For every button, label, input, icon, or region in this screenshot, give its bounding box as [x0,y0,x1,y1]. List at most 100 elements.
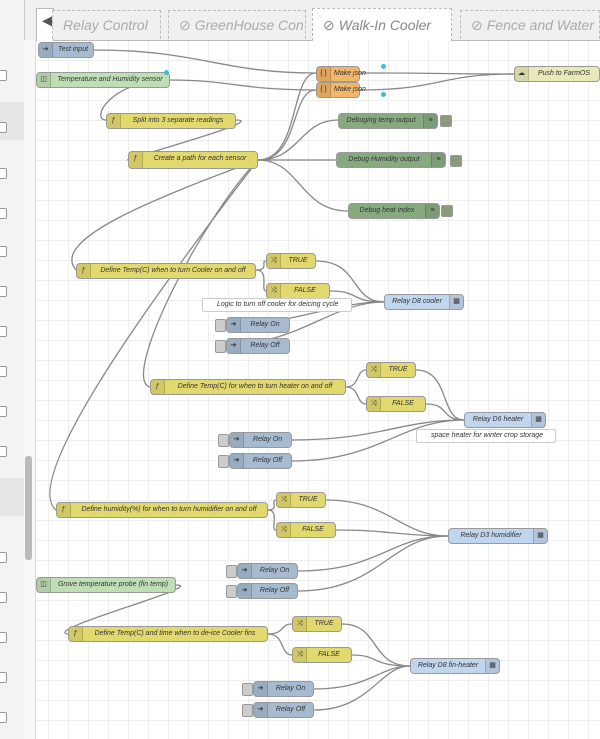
false-switch-node-2[interactable]: ⤨ FALSE [366,396,426,412]
function-icon: ƒ [69,627,83,641]
node-label: Relay Off [250,342,280,349]
palette-port[interactable] [0,446,7,457]
palette-port[interactable] [0,122,7,133]
node-label: Define Temp(C) when to turn Cooler on an… [100,267,246,274]
define-cooler-node[interactable]: ƒ Define Temp(C) when to turn Cooler on … [76,263,256,279]
cloud-icon: ☁ [515,67,529,81]
relay-off-node-4[interactable]: ➔ Relay Off [253,702,314,718]
inject-trigger-button[interactable] [242,704,253,717]
switch-icon: ⤨ [367,363,381,377]
node-label: FALSE [392,400,414,407]
create-path-node[interactable]: ƒ Create a path for each sensor [128,151,258,169]
function-icon: ƒ [77,264,91,278]
relay-off-node-2[interactable]: ➔ Relay Off [229,453,292,469]
switch-icon: ⤨ [293,648,307,662]
tab-label: Fence and Water [486,17,594,33]
palette-selected-row [0,478,24,516]
disabled-icon: ⊘ [179,17,191,33]
test-input-node[interactable]: ➔ Test input [38,42,94,58]
tab-walk-in-cooler[interactable]: ⊘Walk-In Cooler [312,8,452,41]
palette-port[interactable] [0,208,7,219]
relay-on-node-2[interactable]: ➔ Relay On [229,432,292,448]
palette-scrollbar[interactable] [25,456,32,560]
make-json-node-1[interactable]: { } Make json [316,66,366,82]
palette-port[interactable] [0,286,7,297]
palette-port[interactable] [0,326,7,337]
palette-port[interactable] [0,70,7,81]
tab-fence-and-water[interactable]: ⊘Fence and Water [460,10,600,39]
inject-trigger-button[interactable] [226,565,237,578]
list-icon: ≡ [431,153,445,167]
debug-humidity-node[interactable]: Debug Humidity output ≡ [336,152,446,168]
relay-off-node-3[interactable]: ➔ Relay Off [237,583,298,599]
relay-on-node-1[interactable]: ➔ Relay On [226,317,290,333]
relay-d8-fin-heater-node[interactable]: Relay D8 fin-heater ▦ [410,658,500,674]
comment-heater[interactable]: space heater for winter crop storage [416,429,556,443]
node-label: Relay Off [252,457,283,464]
debug-toggle-button[interactable] [450,155,462,167]
comment-label: space heater for winter crop storage [431,432,544,439]
inject-trigger-button[interactable] [218,455,229,468]
split-readings-node[interactable]: ƒ Split into 3 separate readings [106,113,236,129]
function-icon: ƒ [129,152,143,168]
node-label: Make json [334,86,366,93]
node-label: Relay On [250,321,280,328]
palette-port[interactable] [0,552,7,563]
palette-port[interactable] [0,712,7,723]
push-farmos-node[interactable]: ☁ Push to FarmOS [514,66,600,82]
make-json-node-2[interactable]: { } Make json [316,82,366,98]
palette-port[interactable] [0,366,7,377]
define-humidifier-node[interactable]: ƒ Define humidity(%) for when to turn hu… [56,502,268,518]
node-label: Debug heat index [359,207,415,214]
arrow-right-icon: ➔ [238,584,252,598]
palette-selected-row [0,102,24,140]
true-switch-node-4[interactable]: ⤨ TRUE [292,616,342,632]
comment-cooler[interactable]: Logic to turn off cooler for deicing cyc… [202,298,352,312]
switch-icon: ⤨ [293,617,307,631]
inject-trigger-button[interactable] [215,319,226,332]
true-switch-node-2[interactable]: ⤨ TRUE [366,362,416,378]
debug-temp-node[interactable]: Debuging temp output ≡ [338,113,438,129]
relay-off-node-1[interactable]: ➔ Relay Off [226,338,290,354]
relay-d3-humidifier-node[interactable]: Relay D3 humidifier ▦ [448,528,548,544]
false-switch-node-4[interactable]: ⤨ FALSE [292,647,352,663]
false-switch-node-3[interactable]: ⤨ FALSE [276,522,336,538]
node-label: Relay On [252,436,283,443]
relay-d6-heater-node[interactable]: Relay D6 heater ▦ [464,412,546,428]
inject-trigger-button[interactable] [242,683,253,696]
palette-port[interactable] [0,406,7,417]
false-switch-node-1[interactable]: ⤨ FALSE [266,283,330,299]
switch-icon: ⤨ [277,523,291,537]
node-label: FALSE [302,526,324,533]
tab-greenhouse[interactable]: ⊘GreenHouse Con [168,10,306,39]
true-switch-node-3[interactable]: ⤨ TRUE [276,492,326,508]
inject-trigger-button[interactable] [226,585,237,598]
true-switch-node-1[interactable]: ⤨ TRUE [266,253,316,269]
relay-d8-cooler-node[interactable]: Relay D8 cooler ▦ [384,294,464,310]
palette-port[interactable] [0,246,7,257]
palette-port[interactable] [0,672,7,683]
relay-on-node-4[interactable]: ➔ Relay On [253,681,314,697]
node-label: Relay On [259,567,290,574]
inject-trigger-button[interactable] [215,340,226,353]
define-heater-node[interactable]: ƒ Define Temp(C) for when to turn heater… [150,379,346,395]
palette-port[interactable] [0,168,7,179]
relay-on-node-3[interactable]: ➔ Relay On [237,563,298,579]
define-deice-node[interactable]: ƒ Define Temp(C) and time when to de-ice… [68,626,268,642]
node-label: Relay D3 humidifier [460,532,522,539]
palette-port[interactable] [0,632,7,643]
debug-toggle-button[interactable] [441,205,453,217]
debug-toggle-button[interactable] [440,115,452,127]
function-icon: ƒ [151,380,165,394]
changed-indicator [381,64,386,69]
tab-relay-control[interactable]: Relay Control [52,10,161,39]
grove-probe-node[interactable]: ◫ Grove temperature probe (fin temp) [36,577,176,593]
caret-left-icon: ◀ [42,12,53,28]
arrow-right-icon: ➔ [238,564,252,578]
inject-trigger-button[interactable] [218,434,229,447]
temp-humidity-sensor-node[interactable]: ◫ Temperature and Humidity sensor [36,72,170,88]
palette-port[interactable] [0,592,7,603]
debug-heatindex-node[interactable]: Debug heat index ≡ [348,203,440,219]
node-label: Relay On [275,685,306,692]
node-label: Temperature and Humidity sensor [57,76,163,83]
